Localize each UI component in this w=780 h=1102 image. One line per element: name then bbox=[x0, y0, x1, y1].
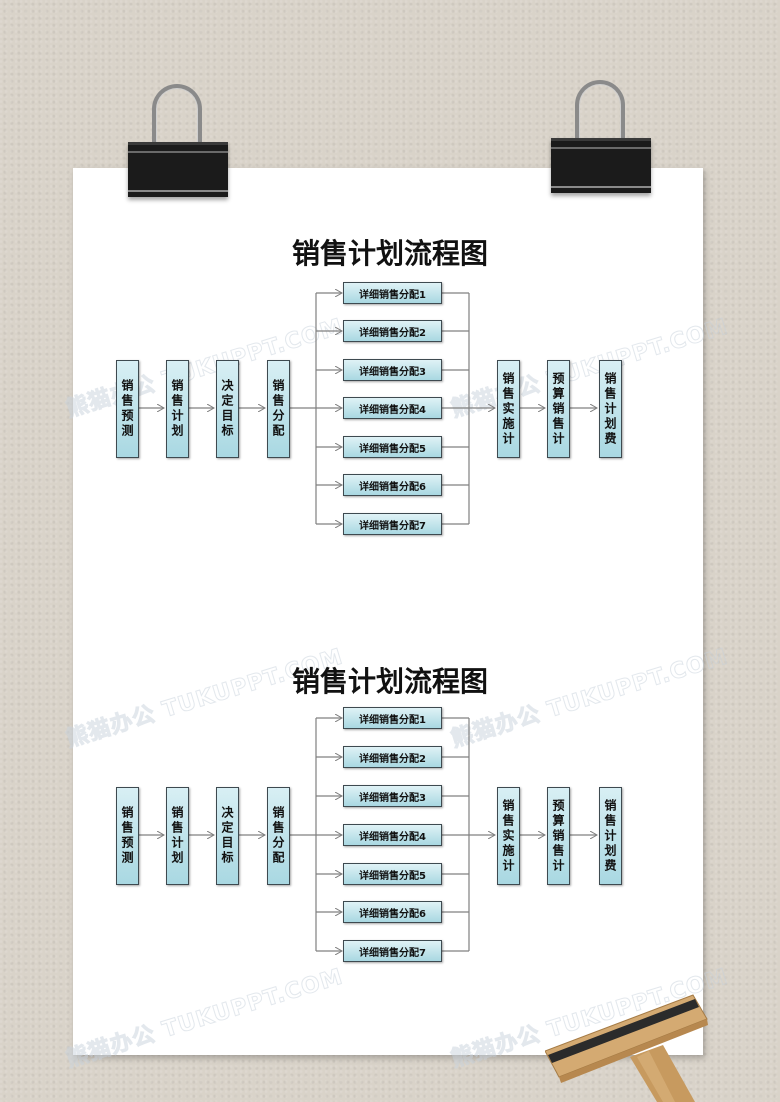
step-label: 销售计划费 bbox=[603, 371, 617, 447]
step-sales-execution: 销售实施计 bbox=[497, 360, 520, 458]
branch-detail-allocation-2: 详细销售分配2 bbox=[343, 320, 442, 342]
branch-detail-allocation-4: 详细销售分配4 bbox=[343, 397, 442, 419]
step-label: 销售计划 bbox=[170, 806, 184, 866]
wooden-stamp bbox=[545, 994, 708, 1102]
binder-clip-left bbox=[128, 84, 228, 197]
branch-detail-allocation-1: 详细销售分配1 bbox=[343, 707, 442, 729]
step-budget-sales: 预算销售计 bbox=[547, 787, 570, 885]
step-sales-plan-cost: 销售计划费 bbox=[599, 787, 622, 885]
binder-clip-right bbox=[551, 80, 651, 193]
step-label: 销售分配 bbox=[271, 806, 285, 866]
branch-detail-allocation-7: 详细销售分配7 bbox=[343, 513, 442, 535]
clip-body bbox=[551, 138, 651, 193]
step-label: 决定目标 bbox=[220, 379, 234, 439]
diagram-title: 销售计划流程图 bbox=[291, 665, 488, 698]
step-label: 销售预测 bbox=[120, 379, 134, 439]
step-set-target: 决定目标 bbox=[216, 360, 239, 458]
branch-detail-allocation-5: 详细销售分配5 bbox=[343, 863, 442, 885]
branch-detail-allocation-4: 详细销售分配4 bbox=[343, 824, 442, 846]
step-label: 预算销售计 bbox=[551, 798, 565, 874]
step-label: 销售计划费 bbox=[603, 798, 617, 874]
branch-detail-allocation-3: 详细销售分配3 bbox=[343, 359, 442, 381]
step-label: 销售分配 bbox=[271, 379, 285, 439]
clip-handle bbox=[575, 80, 625, 166]
step-label: 预算销售计 bbox=[551, 371, 565, 447]
step-label: 决定目标 bbox=[220, 806, 234, 866]
step-sales-forecast: 销售预测 bbox=[116, 360, 139, 458]
step-sales-allocation: 销售分配 bbox=[267, 787, 290, 885]
branch-detail-allocation-2: 详细销售分配2 bbox=[343, 746, 442, 768]
step-sales-allocation: 销售分配 bbox=[267, 360, 290, 458]
step-sales-plan-cost: 销售计划费 bbox=[599, 360, 622, 458]
step-sales-plan: 销售计划 bbox=[166, 787, 189, 885]
step-sales-plan: 销售计划 bbox=[166, 360, 189, 458]
step-label: 销售实施计 bbox=[501, 798, 515, 874]
branch-detail-allocation-3: 详细销售分配3 bbox=[343, 785, 442, 807]
branch-detail-allocation-6: 详细销售分配6 bbox=[343, 901, 442, 923]
step-label: 销售计划 bbox=[170, 379, 184, 439]
step-label: 销售预测 bbox=[120, 806, 134, 866]
diagram-title: 销售计划流程图 bbox=[291, 237, 488, 270]
step-label: 销售实施计 bbox=[501, 371, 515, 447]
step-set-target: 决定目标 bbox=[216, 787, 239, 885]
branch-detail-allocation-1: 详细销售分配1 bbox=[343, 282, 442, 304]
step-sales-execution: 销售实施计 bbox=[497, 787, 520, 885]
branch-detail-allocation-5: 详细销售分配5 bbox=[343, 436, 442, 458]
step-sales-forecast: 销售预测 bbox=[116, 787, 139, 885]
branch-detail-allocation-7: 详细销售分配7 bbox=[343, 940, 442, 962]
step-budget-sales: 预算销售计 bbox=[547, 360, 570, 458]
clip-body bbox=[128, 142, 228, 197]
branch-detail-allocation-6: 详细销售分配6 bbox=[343, 474, 442, 496]
clip-handle bbox=[152, 84, 202, 170]
